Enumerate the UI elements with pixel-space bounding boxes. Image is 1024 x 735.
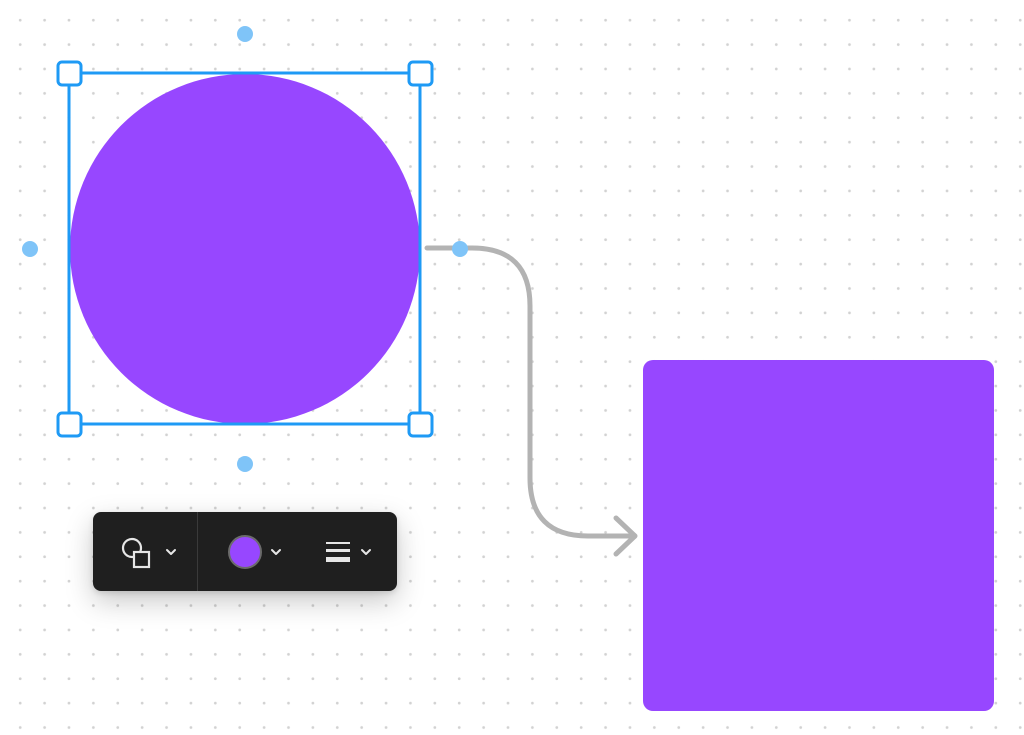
resize-handle-top-right[interactable] [407,60,434,87]
fill-color-button[interactable] [198,512,294,591]
connection-point-right[interactable] [452,241,468,257]
circle-shape[interactable] [70,74,420,424]
resize-handle-top-left[interactable] [56,60,83,87]
connection-point-top[interactable] [237,26,253,42]
toolbar-divider [197,512,198,591]
connector-arrowhead-icon [613,515,638,557]
resize-handle-bottom-right[interactable] [407,411,434,438]
shapes-icon [117,532,157,572]
resize-handle-bottom-left[interactable] [56,411,83,438]
square-shape[interactable] [643,360,994,711]
stroke-weight-icon [324,538,352,566]
shape-toolbar [93,512,397,591]
connection-point-bottom[interactable] [237,456,253,472]
selection-frame [67,71,422,426]
fill-color-swatch [228,534,262,569]
chevron-down-icon [165,548,177,556]
connector-line[interactable] [424,245,637,539]
chevron-down-icon [270,548,282,556]
chevron-down-icon [360,548,372,556]
connection-point-left[interactable] [22,241,38,257]
shape-picker-button[interactable] [93,512,197,591]
stroke-style-button[interactable] [294,512,397,591]
